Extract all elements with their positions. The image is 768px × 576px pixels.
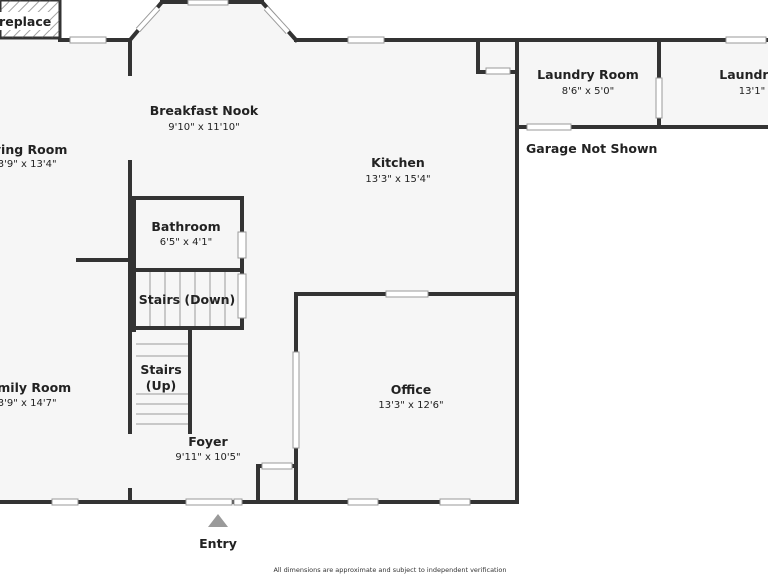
disclaimer: All dimensions are approximate and subje… — [273, 566, 506, 574]
office-dims: 13'3" x 12'6" — [378, 400, 443, 411]
kitchen-name: Kitchen — [371, 155, 425, 170]
breakfast-nook-dims: 9'10" x 11'10" — [168, 122, 240, 133]
stairs-up-name-line2: (Up) — [146, 378, 177, 393]
window — [51, 498, 79, 506]
laundry-room-dims: 8'6" x 5'0" — [562, 86, 614, 97]
window — [237, 273, 247, 319]
family-room-dims: 13'9" x 14'7" — [0, 398, 57, 409]
breakfast-nook-name: Breakfast Nook — [150, 103, 259, 118]
window — [347, 498, 379, 506]
bay-window-left-glass — [136, 6, 160, 32]
laundry-2-name: Laundry — [719, 67, 768, 82]
window — [485, 67, 511, 75]
family-room-name: amily Room — [0, 380, 71, 395]
bay-windows-inner — [136, 6, 290, 34]
window — [725, 36, 767, 44]
entry-door-jamb — [233, 498, 243, 506]
foyer-name: Foyer — [188, 434, 228, 449]
living-room-name: iving Room — [0, 142, 67, 157]
window — [385, 290, 429, 298]
window — [237, 231, 247, 259]
stairs-down-name: Stairs (Down) — [139, 292, 236, 307]
floor-area — [0, 2, 768, 502]
entry-label: Entry — [199, 536, 237, 551]
window — [526, 123, 572, 131]
stairs-up-name-line1: Stairs — [140, 362, 181, 377]
laundry-2-floor — [661, 40, 768, 127]
room-labels: ireplace iving Room 13'9" x 13'4" Breakf… — [0, 14, 768, 574]
bay-window-right-glass — [264, 6, 290, 34]
window — [261, 462, 293, 470]
office-floor — [298, 296, 515, 500]
entry-arrow-icon — [208, 514, 228, 527]
stairs-up-treads — [136, 343, 188, 425]
fireplace — [0, 0, 62, 40]
stairs-down-treads — [149, 272, 226, 326]
foyer-dims: 9'11" x 10'5" — [175, 452, 240, 463]
garage-note: Garage Not Shown — [526, 141, 657, 156]
windows — [51, 0, 767, 506]
kitchen-dims: 13'3" x 15'4" — [365, 174, 430, 185]
fireplace-label-bg — [0, 12, 50, 30]
window — [69, 36, 107, 44]
window — [292, 351, 300, 449]
bathroom-name: Bathroom — [151, 219, 220, 234]
window — [439, 498, 471, 506]
fireplace-name: ireplace — [0, 14, 51, 29]
entry-door — [185, 498, 233, 506]
laundry-room-floor — [515, 40, 658, 127]
window — [655, 77, 663, 119]
window — [187, 0, 229, 6]
bathroom-dims: 6'5" x 4'1" — [160, 237, 212, 248]
laundry-room-name: Laundry Room — [537, 67, 639, 82]
office-name: Office — [391, 382, 431, 397]
living-room-dims: 13'9" x 13'4" — [0, 159, 57, 170]
window — [347, 36, 385, 44]
laundry-2-dims: 13'1" — [739, 86, 765, 97]
